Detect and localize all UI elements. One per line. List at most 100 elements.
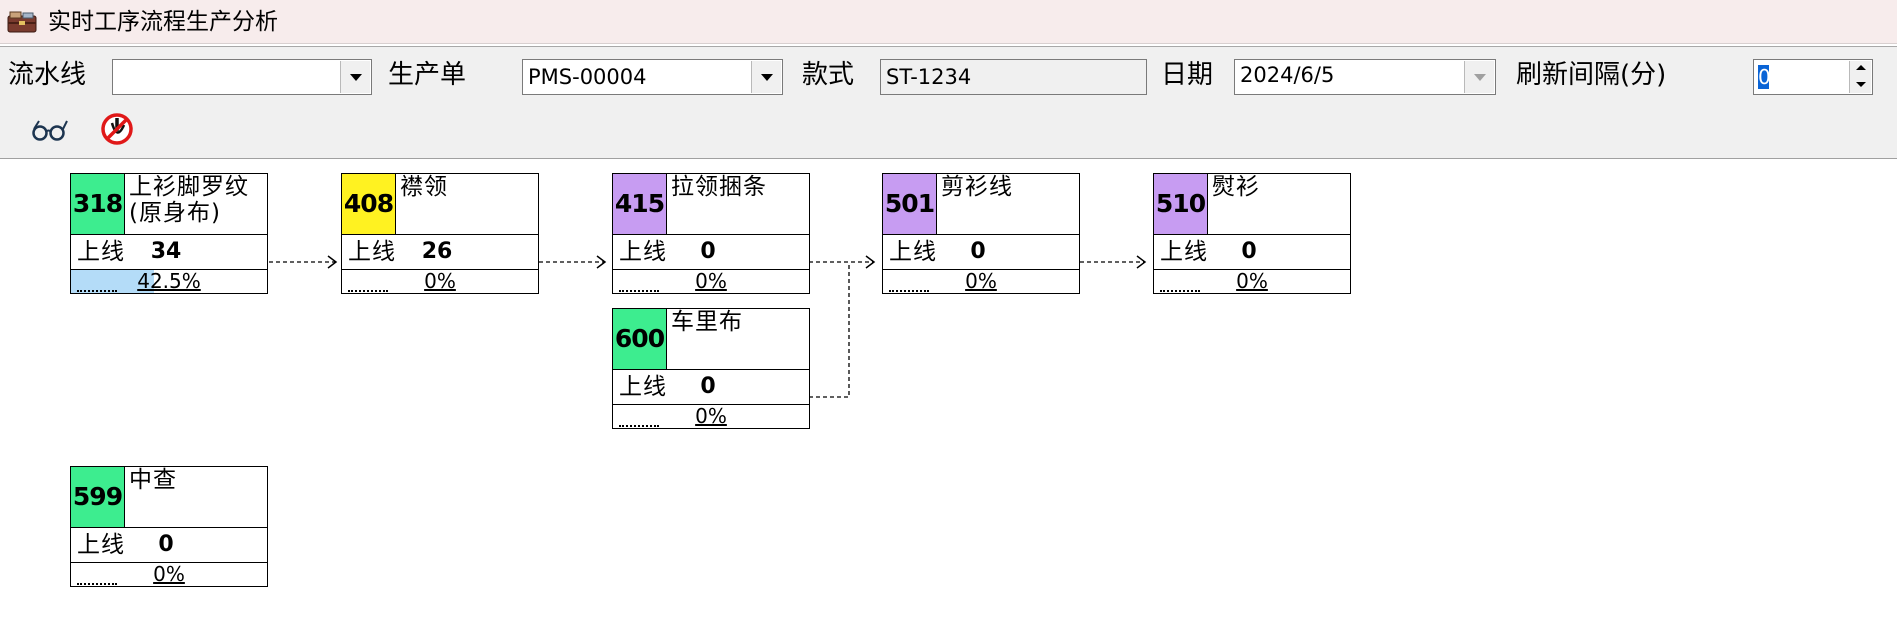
progress-text: 0%	[153, 563, 185, 586]
progress-track	[77, 580, 117, 585]
chevron-down-icon	[350, 74, 362, 81]
process-name: 车里布	[671, 309, 743, 335]
online-label: 上线	[889, 239, 937, 265]
order-select-value: PMS-00004	[528, 65, 647, 89]
date-value: 2024/6/5	[1240, 63, 1335, 87]
progress-track	[77, 287, 117, 292]
online-row: 上线 34	[71, 234, 267, 270]
date-picker[interactable]: 2024/6/5	[1234, 59, 1496, 95]
style-field-value: ST-1234	[886, 65, 972, 89]
window-title: 实时工序流程生产分析	[48, 9, 278, 35]
spin-up-button[interactable]	[1849, 61, 1871, 77]
online-count: 0	[700, 374, 716, 399]
progress-text: 0%	[965, 270, 997, 293]
progress-text: 0%	[695, 270, 727, 293]
order-dropdown-button[interactable]	[751, 61, 781, 93]
progress-bar: 0%	[883, 270, 1079, 293]
refresh-interval-selection: 0	[1758, 65, 1771, 89]
style-label: 款式	[802, 60, 855, 90]
process-code: 408	[342, 174, 396, 234]
process-node-408[interactable]: 408 襟领 上线 26 0%	[341, 173, 539, 294]
progress-bar: 0%	[1154, 270, 1350, 293]
online-label: 上线	[77, 239, 125, 265]
progress-track	[889, 287, 929, 292]
online-label: 上线	[77, 532, 125, 558]
progress-text: 0%	[695, 405, 727, 428]
date-dropdown-button[interactable]	[1464, 61, 1494, 93]
chevron-down-icon	[1856, 82, 1866, 87]
online-label: 上线	[619, 374, 667, 400]
order-select[interactable]: PMS-00004	[522, 59, 783, 95]
online-label: 上线	[619, 239, 667, 265]
process-code: 501	[883, 174, 937, 234]
online-row: 上线 26	[342, 234, 538, 270]
process-code: 599	[71, 467, 125, 527]
line-dropdown-button[interactable]	[340, 61, 370, 93]
process-code: 510	[1154, 174, 1208, 234]
progress-track	[1160, 287, 1200, 292]
arrowhead-408	[327, 255, 338, 269]
stop-refresh-icon[interactable]	[97, 112, 137, 146]
process-node-501[interactable]: 501 剪衫线 上线 0 0%	[882, 173, 1080, 294]
process-name: 剪衫线	[941, 174, 1013, 200]
line-select[interactable]	[112, 59, 372, 95]
title-bar: 实时工序流程生产分析	[0, 0, 1897, 44]
online-row: 上线 0	[883, 234, 1079, 270]
process-node-415[interactable]: 415 拉领捆条 上线 0 0%	[612, 173, 810, 294]
process-name: 熨衫	[1212, 174, 1260, 200]
chevron-down-icon	[1474, 74, 1486, 81]
online-row: 上线 0	[613, 234, 809, 270]
refresh-label: 刷新间隔(分)	[1516, 60, 1667, 90]
online-count: 0	[1241, 239, 1257, 264]
progress-track	[348, 287, 388, 292]
link-600-501	[809, 262, 850, 398]
online-count: 0	[700, 239, 716, 264]
chevron-up-icon	[1856, 65, 1866, 70]
process-name: 上衫脚罗纹(原身布)	[129, 174, 249, 226]
online-label: 上线	[348, 239, 396, 265]
online-count: 34	[150, 239, 182, 264]
online-row: 上线 0	[71, 527, 267, 563]
progress-bar: 0%	[342, 270, 538, 293]
process-node-599[interactable]: 599 中查 上线 0 0%	[70, 466, 268, 587]
process-code: 600	[613, 309, 667, 369]
spin-down-button[interactable]	[1849, 77, 1871, 93]
process-name: 襟领	[400, 174, 448, 200]
online-row: 上线 0	[613, 369, 809, 405]
online-count: 0	[970, 239, 986, 264]
process-code: 415	[613, 174, 667, 234]
glasses-icon[interactable]	[30, 112, 70, 146]
online-row: 上线 0	[1154, 234, 1350, 270]
line-label: 流水线	[8, 60, 87, 90]
progress-track	[619, 422, 659, 427]
date-label: 日期	[1161, 60, 1214, 90]
arrowhead-510	[1136, 255, 1147, 269]
process-node-318[interactable]: 318 上衫脚罗纹(原身布) 上线 34 42.5%	[70, 173, 268, 294]
style-field: ST-1234	[880, 59, 1147, 95]
process-name: 拉领捆条	[671, 174, 767, 200]
process-name: 中查	[129, 467, 177, 493]
arrowhead-501	[865, 255, 876, 269]
online-label: 上线	[1160, 239, 1208, 265]
process-code: 318	[71, 174, 125, 234]
progress-track	[619, 287, 659, 292]
progress-fill	[71, 270, 155, 293]
filter-toolbar: 流水线 生产单 PMS-00004 款式 ST-1234 日期 2024/6/5…	[0, 46, 1897, 159]
progress-bar: 0%	[613, 270, 809, 293]
progress-bar: 0%	[71, 563, 267, 586]
chevron-down-icon	[761, 74, 773, 81]
process-node-510[interactable]: 510 熨衫 上线 0 0%	[1153, 173, 1351, 294]
refresh-interval-spinner[interactable]: 0	[1753, 59, 1873, 95]
app-briefcase-icon	[7, 11, 37, 33]
progress-text: 0%	[424, 270, 456, 293]
progress-text: 42.5%	[137, 270, 201, 293]
process-node-600[interactable]: 600 车里布 上线 0 0%	[612, 308, 810, 429]
progress-bar: 42.5%	[71, 270, 267, 293]
arrowhead-415	[596, 255, 607, 269]
refresh-interval-value: 0	[1758, 65, 1771, 89]
online-count: 26	[421, 239, 453, 264]
progress-bar: 0%	[613, 405, 809, 428]
progress-text: 0%	[1236, 270, 1268, 293]
